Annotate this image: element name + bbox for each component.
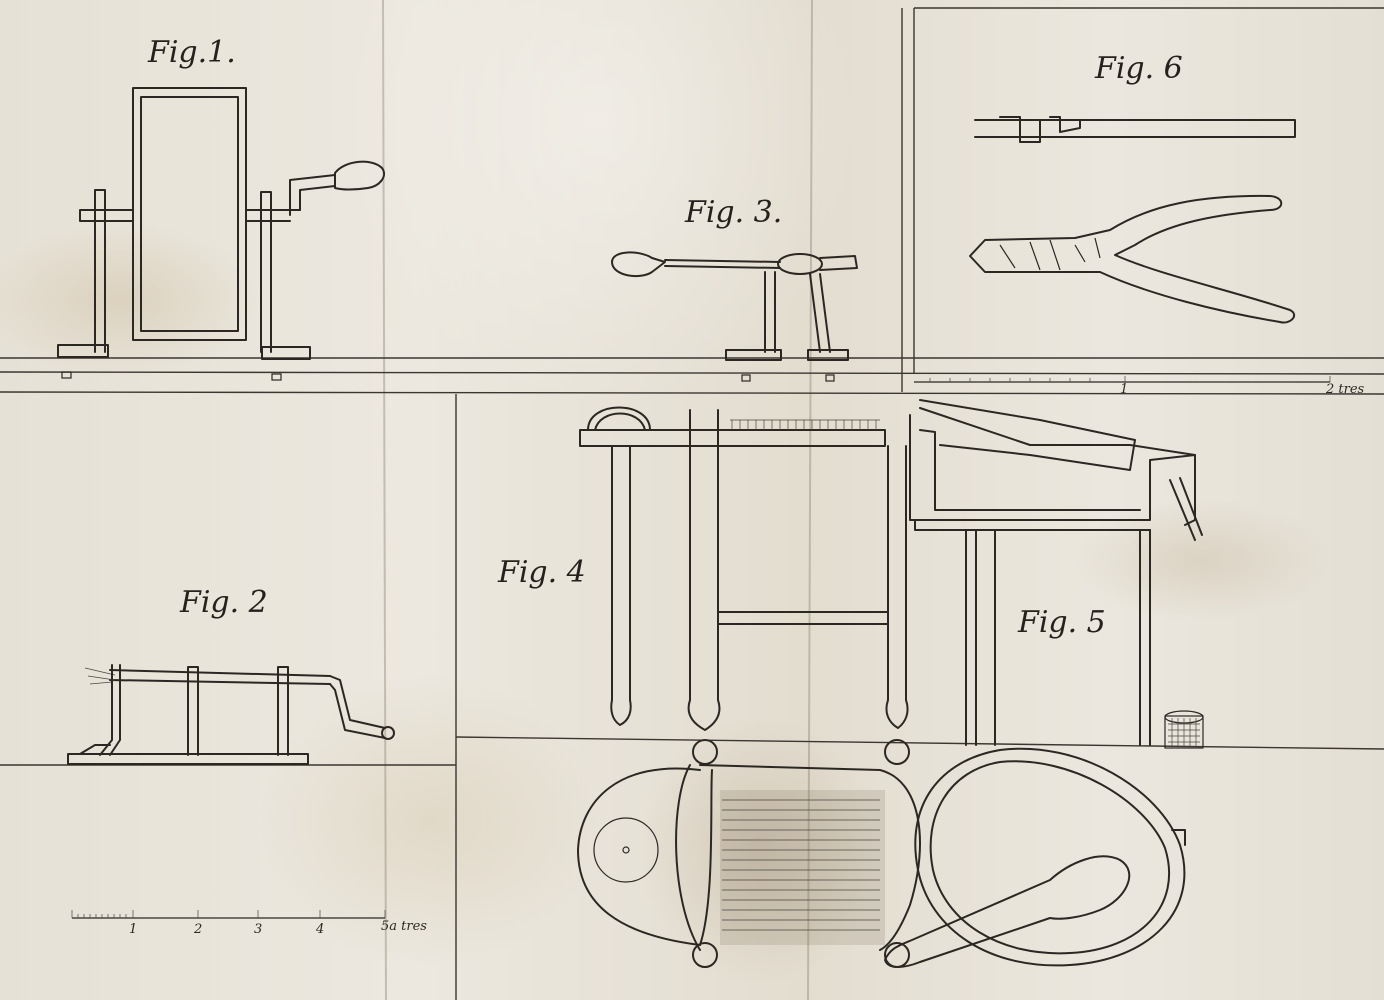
panel-frames (0, 7, 1384, 1000)
figure-5-label: Fig. 5 (1017, 605, 1106, 640)
fold-crease-left (382, 0, 387, 1000)
bottom-scale-tick-2: 2 (193, 922, 202, 937)
figure-6-drawing (914, 116, 1331, 383)
figure-4-label: Fig. 4 (497, 555, 586, 590)
figure-2-label: Fig. 2 (179, 585, 268, 620)
figure-4-drawing (579, 406, 910, 765)
figure-3-drawing (611, 251, 858, 382)
bottom-scale-tick-1: 1 (129, 922, 137, 937)
plan-view-drawing (577, 747, 1186, 968)
figure-6-label: Fig. 6 (1094, 51, 1183, 86)
figure-1-label: Fig.1. (147, 35, 236, 70)
figure-1-drawing (57, 87, 386, 381)
top-scale-tick-2: 2 tres (1325, 382, 1365, 397)
plan-shading (720, 790, 885, 945)
figure-3-label: Fig. 3. (684, 195, 782, 230)
figure-2-drawing (67, 664, 395, 765)
fold-crease-middle (807, 0, 813, 1000)
bottom-scale-tick-4: 4 (315, 922, 324, 937)
top-scale-tick-1: 1 (1120, 382, 1128, 397)
bottom-scale-tick-5: 5a tres (381, 919, 427, 934)
bottom-scale-tick-3: 3 (254, 922, 262, 937)
figure-5-drawing (909, 399, 1204, 749)
bottom-scale (71, 910, 386, 919)
